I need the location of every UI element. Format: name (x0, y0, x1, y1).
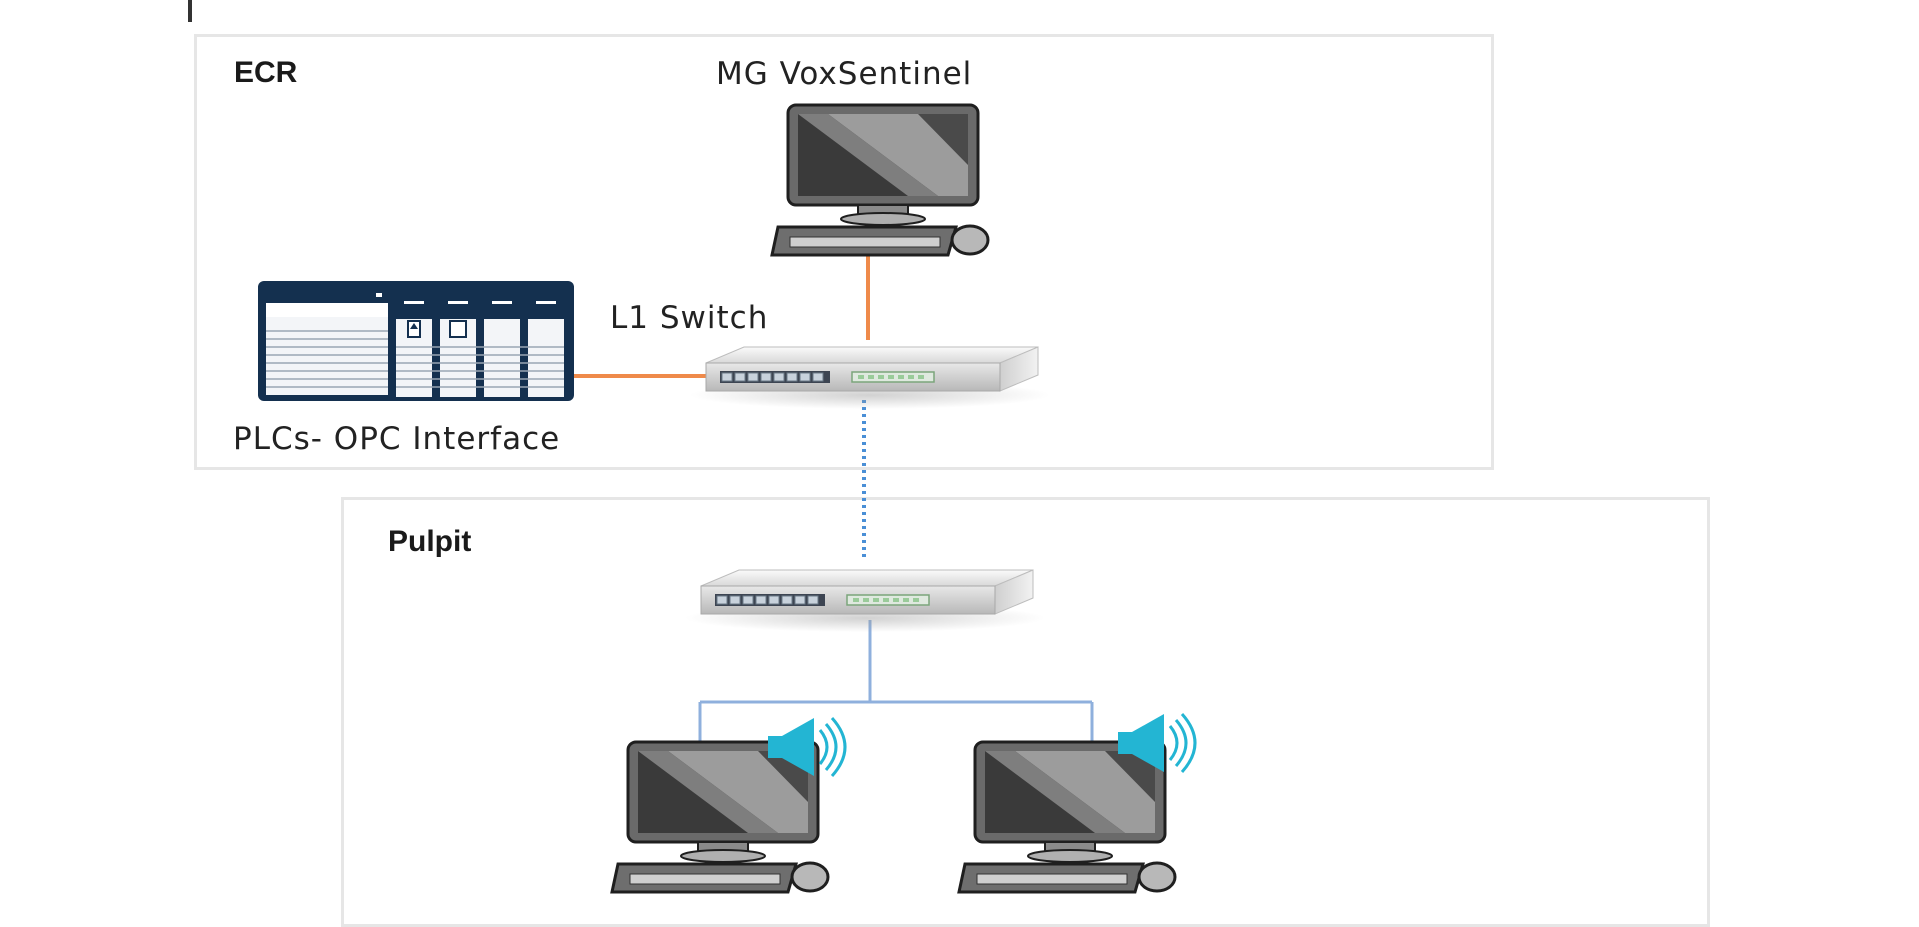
link-pulpit-switch-to-workstations (698, 620, 1094, 745)
l1-switch-icon (690, 346, 1050, 409)
workstation-right-computer-icon (957, 740, 1177, 894)
plc-label: PLCs- OPC Interface (233, 421, 561, 457)
text-cursor-mark (188, 0, 192, 22)
speaker-left-icon (768, 716, 847, 778)
ecr-zone-title: ECR (234, 56, 298, 89)
workstation-left-computer-icon (610, 740, 830, 894)
plc-rack-icon (258, 281, 574, 401)
pulpit-zone (341, 497, 1710, 927)
pulpit-switch-icon (685, 569, 1045, 632)
speaker-right-icon (1118, 712, 1197, 774)
server-label: MG VoxSentinel (716, 56, 973, 92)
server-computer-icon (770, 103, 990, 257)
pulpit-zone-title: Pulpit (388, 525, 472, 558)
diagram-graphics (258, 103, 1197, 894)
network-diagram: ECR Pulpit (188, 0, 1710, 927)
l1-switch-label: L1 Switch (610, 300, 769, 336)
